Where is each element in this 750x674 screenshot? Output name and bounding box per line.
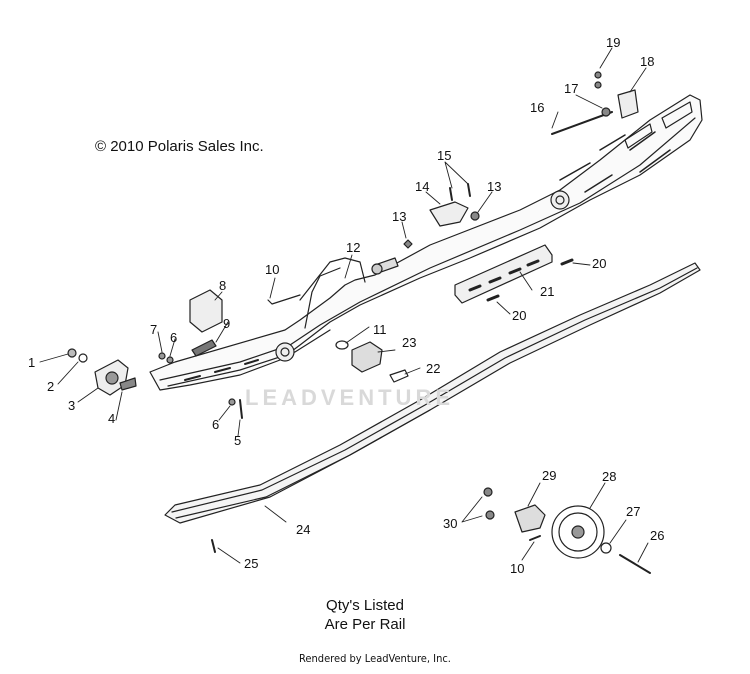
callout-2: 2	[47, 379, 54, 394]
callout-6-lower: 6	[212, 417, 219, 432]
callout-17: 17	[564, 81, 578, 96]
hardware-parts	[67, 71, 651, 574]
callout-9: 9	[223, 316, 230, 331]
callout-28: 28	[602, 469, 616, 484]
wear-strip	[164, 262, 701, 524]
callout-16: 16	[530, 100, 544, 115]
callout-23: 23	[402, 335, 416, 350]
callout-6-upper: 6	[170, 330, 177, 345]
callout-20-upper: 20	[592, 256, 606, 271]
rendered-by-footer: Rendered by LeadVenture, Inc.	[299, 652, 451, 665]
callout-5: 5	[234, 433, 241, 448]
callout-25: 25	[244, 556, 258, 571]
callout-14: 14	[415, 179, 429, 194]
callout-10-upper: 10	[265, 262, 279, 277]
callout-19: 19	[606, 35, 620, 50]
callout-1: 1	[28, 355, 35, 370]
callout-18: 18	[640, 54, 654, 69]
callout-30: 30	[443, 516, 457, 531]
watermark: LEADVENTURE	[245, 385, 455, 410]
callout-26: 26	[650, 528, 664, 543]
callout-12: 12	[346, 240, 360, 255]
callout-27: 27	[626, 504, 640, 519]
qty-note: Qty's Listed Are Per Rail	[250, 596, 480, 634]
bumper-part	[94, 359, 129, 396]
callout-8: 8	[219, 278, 226, 293]
callout-13-left: 13	[392, 209, 406, 224]
callout-10-lower: 10	[510, 561, 524, 576]
copyright-text: © 2010 Polaris Sales Inc.	[95, 138, 264, 155]
qty-note-line-1: Qty's Listed	[326, 597, 404, 614]
callout-labels: 1 2 3 4 5 6 6 7 8 9 10 10 11 12 13 13 14…	[28, 35, 664, 576]
callout-21: 21	[540, 284, 554, 299]
callout-22: 22	[426, 361, 440, 376]
callout-4: 4	[108, 411, 115, 426]
callout-20-lower: 20	[512, 308, 526, 323]
callout-15: 15	[437, 148, 451, 163]
rail-assembly	[149, 94, 703, 391]
qty-note-line-2: Are Per Rail	[324, 616, 406, 633]
leader-lines	[39, 47, 649, 564]
callout-24: 24	[296, 522, 310, 537]
callout-3: 3	[68, 398, 75, 413]
slide-bar-part	[454, 244, 553, 304]
callout-13-right: 13	[487, 179, 501, 194]
callout-11: 11	[373, 322, 387, 337]
callout-7: 7	[150, 322, 157, 337]
callout-29: 29	[542, 468, 556, 483]
